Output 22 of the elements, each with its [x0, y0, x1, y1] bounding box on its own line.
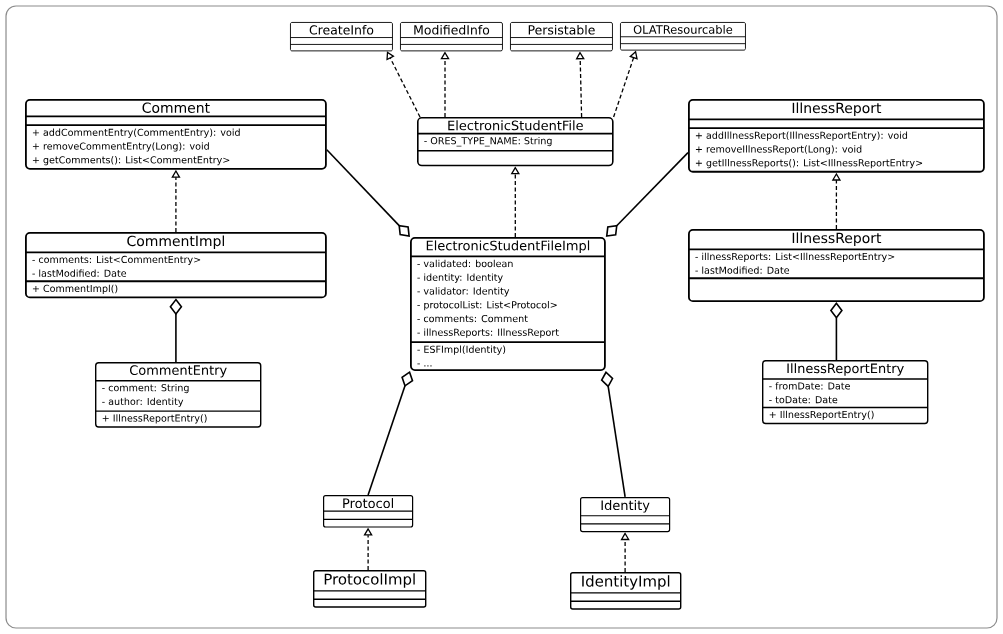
aggregation-line	[829, 302, 843, 361]
class-box: IllnessReport + addIllnessReport(IllnessReportEntry): void + removeIllnessReport(Long): void + getIllnessReports(): List<IllnessReportEntry>	[688, 99, 985, 173]
class-box: IllnessReportEntry - fromDate: Date - toDate: Date + IllnessReportEntry()	[762, 360, 929, 425]
class-box: ElectronicStudentFile - ORES_TYPE_NAME: String	[417, 117, 614, 167]
class-box: CommentEntry - comment: String - author: Identity + IllnessReportEntry()	[95, 362, 262, 428]
aggregation-line	[326, 148, 410, 237]
aggregation-line	[605, 151, 689, 237]
realization-arrow	[386, 51, 421, 118]
class-box: Comment + addCommentEntry(CommentEntry): void + removeCommentEntry(Long): void + getComments(): List<CommentEntry>	[25, 99, 327, 170]
class-box: OLATResourcable	[620, 22, 746, 51]
class-box: ElectronicStudentFileImpl - validated: boolean - identity: Identity - validator: Identity - protocolList: List<Protocol> - comments: Comment - illnessReports: IllnessReport - ESFImpl(Identity) - ...	[410, 237, 606, 371]
class-box: Protocol	[323, 495, 414, 528]
realization-arrow	[620, 532, 630, 573]
class-box: CommentImpl - comments: List<CommentEntry> - lastModified: Date + CommentImpl()	[25, 232, 327, 299]
class-box: Persistable	[510, 22, 613, 52]
class-box: Identity	[580, 497, 671, 533]
class-box: ProtocolImpl	[313, 570, 427, 608]
class-box: IllnessReport - illnessReports: List<IllnessReportEntry> - lastModified: Date	[688, 229, 985, 303]
class-box: IdentityImpl	[570, 572, 682, 610]
class-box: CreateInfo	[290, 22, 393, 52]
aggregation-line	[169, 298, 183, 363]
class-box: ModifiedInfo	[400, 22, 503, 52]
